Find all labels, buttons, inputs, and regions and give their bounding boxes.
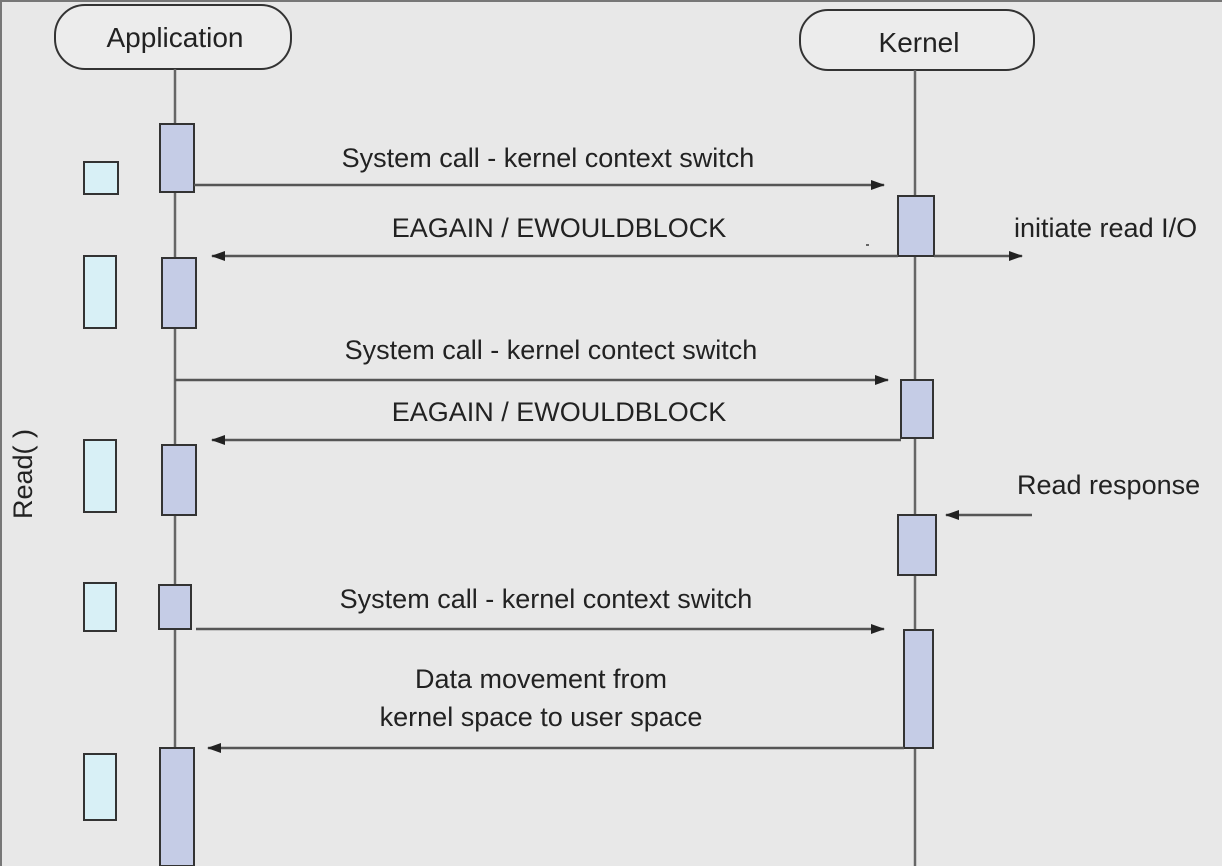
participant-kernel-label: Kernel [879,27,960,58]
read-markers [83,161,119,821]
activation-box [161,257,197,329]
message-label-syscall-3: System call - kernel context switch [340,584,753,614]
message-label-data-movement-line2: kernel space to user space [380,702,703,732]
stray-dot [866,244,869,246]
activation-box [161,444,197,516]
participant-kernel: Kernel [799,9,1035,71]
participant-application-label: Application [107,22,244,53]
read-response-label: Read response [1017,470,1200,500]
participant-application: Application [54,4,292,70]
message-label-eagain-1: EAGAIN / EWOULDBLOCK [392,213,727,243]
message-label-eagain-2: EAGAIN / EWOULDBLOCK [392,397,727,427]
activation-box [158,584,192,630]
message-label-syscall-1: System call - kernel context switch [342,143,755,173]
read-marker [83,582,117,632]
read-marker [83,753,117,821]
message-label-syscall-2: System call - kernel contect switch [345,335,758,365]
application-activations [158,123,197,866]
message-label-data-movement-line1: Data movement from [415,664,667,694]
read-marker [83,161,119,195]
activation-box [897,195,935,257]
read-marker [83,255,117,329]
initiate-read-label: initiate read I/O [1014,213,1197,243]
activation-box [903,629,934,749]
read-call-label: Read( ) [8,429,38,519]
activation-box [900,379,934,439]
activation-box [897,514,937,576]
activation-box [159,123,195,193]
kernel-activations [897,195,937,749]
activation-box [159,747,195,866]
read-marker [83,439,117,513]
